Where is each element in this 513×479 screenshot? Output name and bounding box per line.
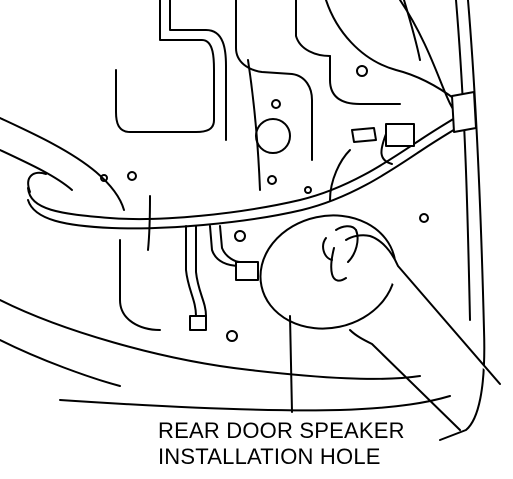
- callout-line-2: INSTALLATION HOLE: [158, 444, 381, 469]
- callout-label: REAR DOOR SPEAKER INSTALLATION HOLE: [158, 418, 458, 470]
- inserted-tool: [322, 225, 501, 431]
- inner-panel-stamping: [0, 0, 421, 331]
- wiring-harness: [27, 115, 461, 317]
- mounting-holes: [100, 65, 429, 342]
- connectors: [189, 91, 477, 331]
- door-frame: [0, 0, 486, 441]
- callout-line-1: REAR DOOR SPEAKER: [158, 418, 405, 443]
- callout-leader-line: [289, 315, 293, 413]
